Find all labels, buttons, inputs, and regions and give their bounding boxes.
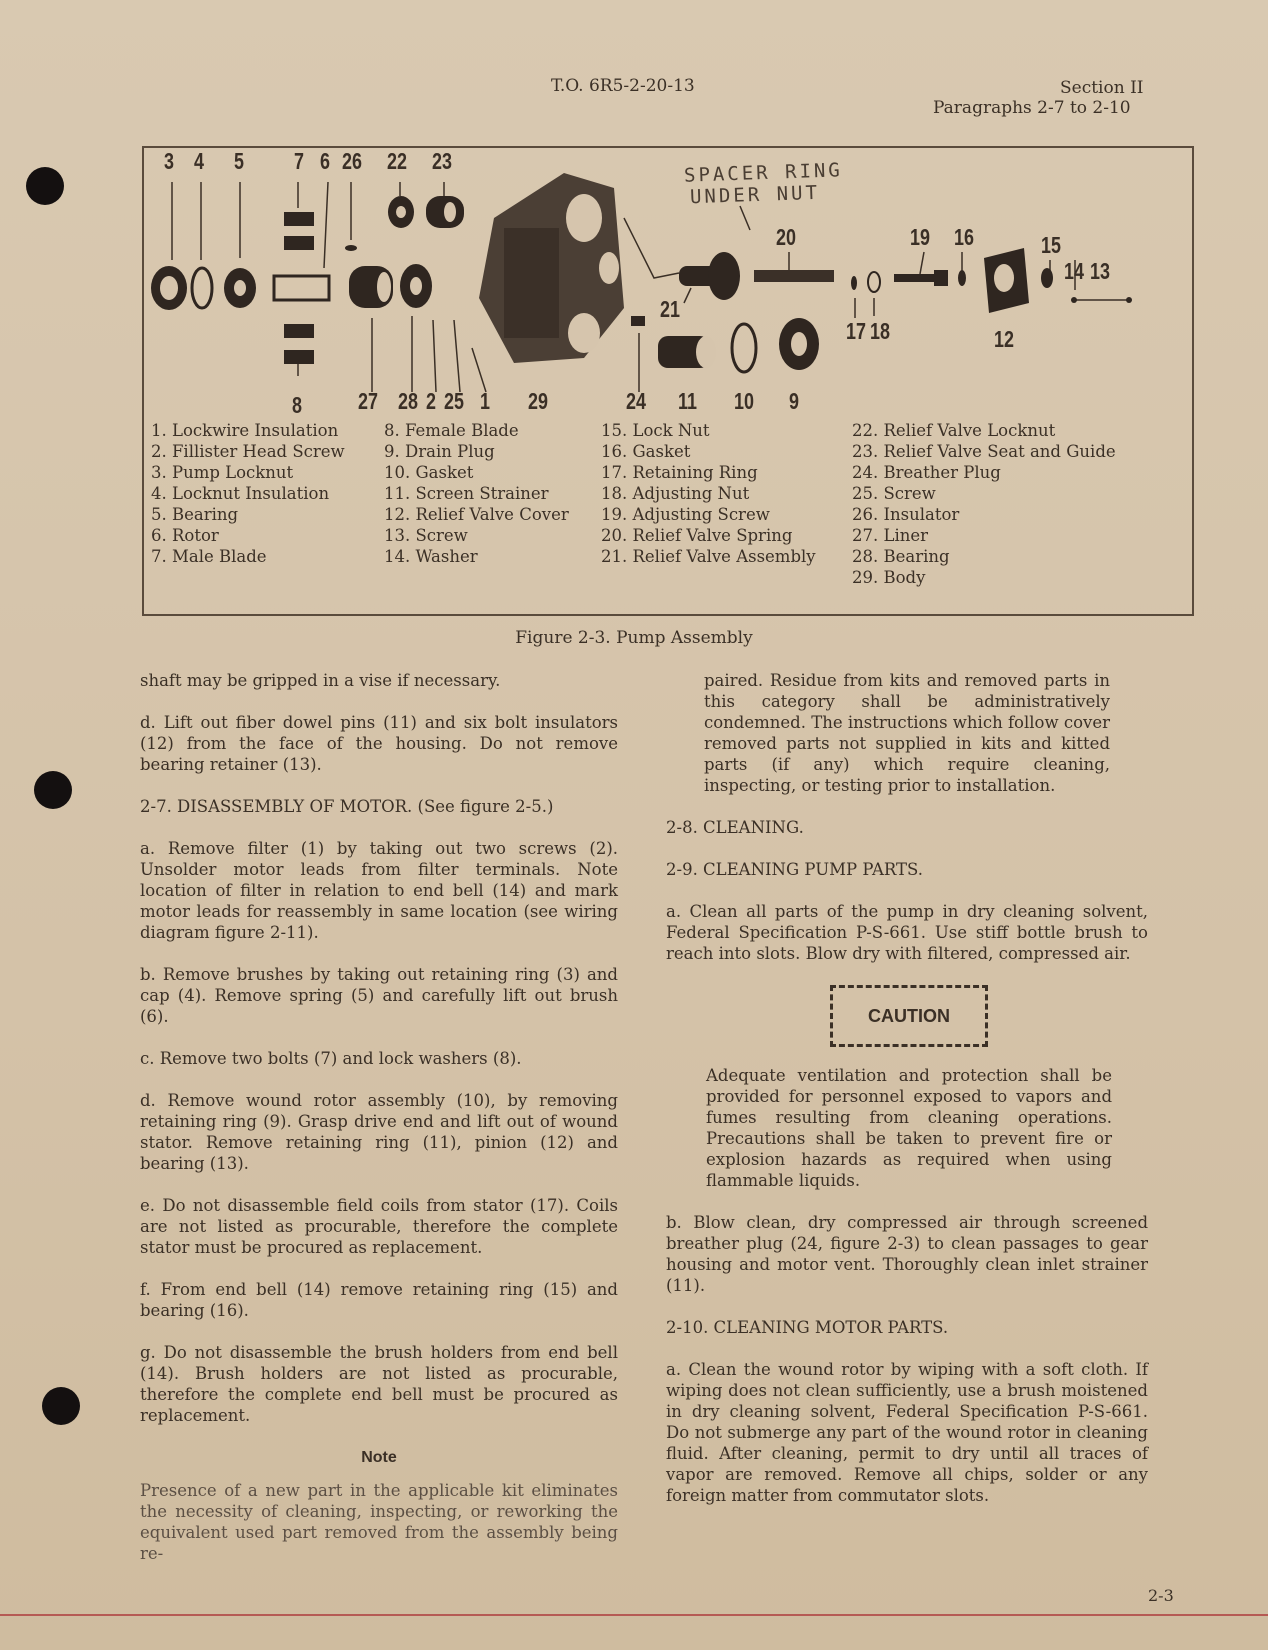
figure-caption: Figure 2-3. Pump Assembly — [515, 628, 753, 648]
paragraph: e. Do not disassemble field coils from s… — [140, 1196, 618, 1257]
callout-4: 4 — [194, 148, 204, 174]
legend-item: 13. Screw — [384, 526, 468, 545]
section-label: Section II — [1060, 78, 1144, 98]
section-heading: 2-8. CLEANING. — [666, 818, 804, 837]
callout-15: 15 — [1041, 232, 1061, 258]
paragraph-range: Paragraphs 2-7 to 2-10 — [933, 98, 1131, 118]
document-number: T.O. 6R5-2-20-13 — [551, 76, 695, 96]
legend-item: 14. Washer — [384, 547, 478, 566]
legend-column-3: 15. Lock Nut 16. Gasket 17. Retaining Ri… — [601, 420, 816, 567]
callout-19: 19 — [910, 224, 930, 250]
callout-21: 21 — [660, 296, 680, 322]
callout-5: 5 — [234, 148, 244, 174]
binder-hole — [42, 1387, 80, 1425]
paragraph: g. Do not disassemble the brush holders … — [140, 1343, 618, 1425]
legend-item: 10. Gasket — [384, 463, 474, 482]
paragraph: d. Remove wound rotor assembly (10), by … — [140, 1091, 618, 1173]
paragraph: a. Clean all parts of the pump in dry cl… — [666, 902, 1148, 963]
page-number: 2-3 — [1148, 1586, 1174, 1605]
section-heading: 2-9. CLEANING PUMP PARTS. — [666, 860, 923, 879]
callout-10: 10 — [734, 388, 754, 414]
callout-18: 18 — [870, 318, 890, 344]
legend-item: 8. Female Blade — [384, 421, 519, 440]
callout-13: 13 — [1090, 258, 1110, 284]
exploded-view-drawing — [151, 173, 1132, 393]
legend-item: 17. Retaining Ring — [601, 463, 758, 482]
legend-item: 29. Body — [852, 568, 926, 587]
figure-pump-assembly: 3 4 5 7 6 26 22 23 20 19 16 15 14 13 21 … — [142, 146, 1194, 616]
legend-item: 12. Relief Valve Cover — [384, 505, 569, 524]
legend-item: 15. Lock Nut — [601, 421, 710, 440]
callout-24: 24 — [626, 388, 646, 414]
callout-17: 17 — [846, 318, 866, 344]
paragraph: paired. Residue from kits and removed pa… — [704, 671, 1110, 795]
callout-8: 8 — [292, 392, 302, 418]
callout-23: 23 — [432, 148, 452, 174]
callout-12: 12 — [994, 326, 1014, 352]
callout-2: 2 — [426, 388, 436, 414]
legend-item: 7. Male Blade — [151, 547, 267, 566]
callout-29: 29 — [528, 388, 548, 414]
legend-item: 9. Drain Plug — [384, 442, 495, 461]
callout-20: 20 — [776, 224, 796, 250]
paragraph: d. Lift out fiber dowel pins (11) and si… — [140, 713, 618, 774]
callout-25: 25 — [444, 388, 464, 414]
legend-item: 18. Adjusting Nut — [601, 484, 750, 503]
caution-body: Adequate ventilation and protection shal… — [706, 1066, 1112, 1190]
legend-column-4: 22. Relief Valve Locknut 23. Relief Valv… — [852, 420, 1116, 588]
callout-27: 27 — [358, 388, 378, 414]
callout-22: 22 — [387, 148, 407, 174]
legend-item: 21. Relief Valve Assembly — [601, 547, 816, 566]
binder-hole — [26, 167, 64, 205]
legend-item: 28. Bearing — [852, 547, 950, 566]
binder-hole — [34, 771, 72, 809]
legend-item: 11. Screen Strainer — [384, 484, 549, 503]
legend-item: 5. Bearing — [151, 505, 239, 524]
callout-16: 16 — [954, 224, 974, 250]
legend-item: 25. Screw — [852, 484, 936, 503]
legend-item: 3. Pump Locknut — [151, 463, 294, 482]
callout-6: 6 — [320, 148, 330, 174]
paragraph: b. Blow clean, dry compressed air throug… — [666, 1213, 1148, 1295]
callout-11: 11 — [678, 388, 697, 414]
callout-9: 9 — [789, 388, 799, 414]
legend-item: 23. Relief Valve Seat and Guide — [852, 442, 1116, 461]
legend-item: 6. Rotor — [151, 526, 219, 545]
caution-label: CAUTION — [868, 1005, 950, 1026]
legend-item: 4. Locknut Insulation — [151, 484, 330, 503]
legend-column-1: 1. Lockwire Insulation 2. Fillister Head… — [151, 420, 345, 567]
legend-item: 26. Insulator — [852, 505, 960, 524]
callout-1: 1 — [480, 388, 490, 414]
legend-column-2: 8. Female Blade 9. Drain Plug 10. Gasket… — [384, 420, 569, 567]
legend-item: 24. Breather Plug — [852, 463, 1001, 482]
legend-item: 27. Liner — [852, 526, 928, 545]
paragraph: shaft may be gripped in a vise if necess… — [140, 671, 501, 690]
caution-box: CAUTION — [830, 985, 988, 1047]
note-body: Presence of a new part in the applicable… — [140, 1481, 618, 1563]
callout-7: 7 — [294, 148, 304, 174]
paragraph: a. Clean the wound rotor by wiping with … — [666, 1360, 1148, 1505]
callout-14: 14 — [1064, 258, 1084, 284]
legend-item: 2. Fillister Head Screw — [151, 442, 345, 461]
section-heading: 2-7. DISASSEMBLY OF MOTOR. (See figure 2… — [140, 797, 554, 816]
paragraph: b. Remove brushes by taking out retainin… — [140, 965, 618, 1026]
legend-item: 20. Relief Valve Spring — [601, 526, 793, 545]
paragraph: c. Remove two bolts (7) and lock washers… — [140, 1049, 522, 1068]
paragraph: a. Remove filter (1) by taking out two s… — [140, 839, 618, 942]
handwritten-note-line2: UNDER NUT — [689, 181, 821, 209]
callout-26: 26 — [342, 148, 362, 174]
legend-item: 19. Adjusting Screw — [601, 505, 770, 524]
callout-3: 3 — [164, 148, 174, 174]
callout-28: 28 — [398, 388, 418, 414]
legend-item: 16. Gasket — [601, 442, 691, 461]
bottom-rule — [0, 1614, 1268, 1616]
right-column: paired. Residue from kits and removed pa… — [666, 670, 1148, 1527]
paragraph: f. From end bell (14) remove retaining r… — [140, 1280, 618, 1320]
note-heading: Note — [361, 1449, 397, 1466]
section-heading: 2-10. CLEANING MOTOR PARTS. — [666, 1318, 949, 1337]
left-column: shaft may be gripped in a vise if necess… — [140, 670, 618, 1585]
legend-item: 1. Lockwire Insulation — [151, 421, 339, 440]
legend-item: 22. Relief Valve Locknut — [852, 421, 1056, 440]
